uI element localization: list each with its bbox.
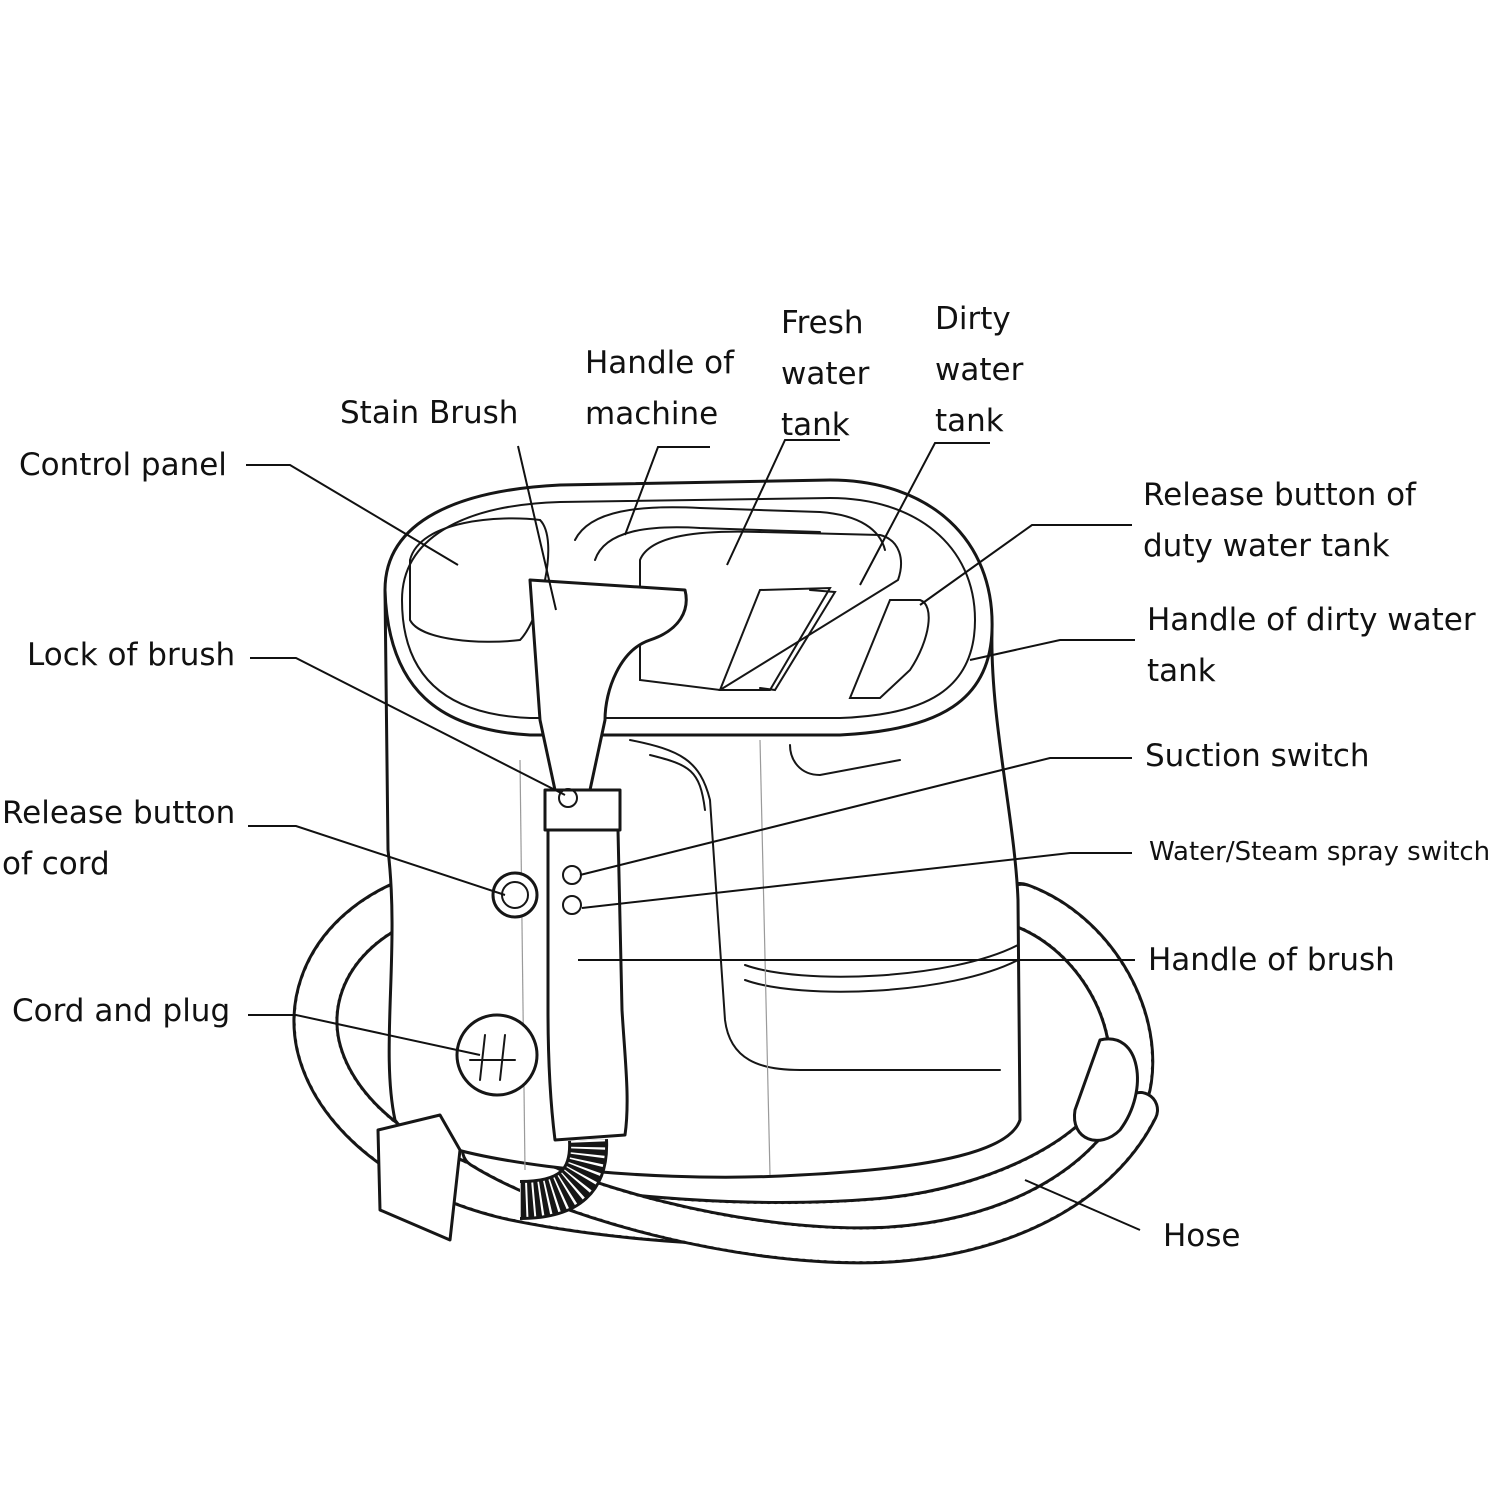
machine-body [376, 478, 1022, 1242]
leader-handle-dirty [969, 639, 1135, 661]
label-hose: Hose [1163, 1218, 1241, 1254]
label-handle-machine-line1: Handle of [585, 345, 735, 381]
label-handle-dirty-line2: tank [1147, 653, 1216, 689]
leader-cord-plug [248, 1014, 481, 1056]
label-fresh-tank-line2: water [781, 356, 870, 392]
label-fresh-tank-line3: tank [781, 407, 850, 443]
label-dirty-tank-line1: Dirty [935, 301, 1011, 337]
label-handle-machine-line2: machine [585, 396, 719, 432]
leader-stain-brush [517, 445, 557, 611]
label-handle-dirty-line1: Handle of dirty water [1147, 602, 1476, 638]
label-dirty-tank-line2: water [935, 352, 1024, 388]
leader-spray [581, 852, 1132, 909]
label-fresh-tank-line1: Fresh [781, 305, 864, 341]
label-release-cord-line2: of cord [2, 846, 110, 882]
leader-dirty-tank [859, 442, 990, 586]
label-spray-switch: Water/Steam spray switch [1149, 837, 1491, 867]
leader-lock-brush [250, 657, 566, 796]
label-dirty-tank: Dirty water tank [935, 294, 1023, 447]
label-release-dirty: Release button of duty water tank [1143, 470, 1416, 572]
label-release-cord-line1: Release button [2, 795, 236, 831]
leader-control-panel [246, 464, 459, 566]
label-handle-dirty: Handle of dirty water tank [1147, 595, 1476, 697]
label-suction-switch: Suction switch [1145, 738, 1370, 774]
leader-fresh-tank [726, 439, 840, 566]
label-release-dirty-line1: Release button of [1143, 477, 1416, 513]
label-fresh-tank: Fresh water tank [781, 298, 869, 451]
label-handle-brush: Handle of brush [1148, 942, 1395, 978]
leader-release-cord [248, 825, 506, 896]
label-lock-brush: Lock of brush [27, 637, 236, 673]
label-release-cord: Release button of cord [2, 788, 235, 890]
label-stain-brush: Stain Brush [340, 395, 519, 431]
leader-hose [1024, 1179, 1141, 1231]
label-release-dirty-line2: duty water tank [1143, 528, 1390, 564]
label-dirty-tank-line3: tank [935, 403, 1004, 439]
label-cord-plug: Cord and plug [12, 993, 231, 1029]
leader-handle-machine [624, 446, 710, 536]
leader-release-dirty [919, 524, 1132, 606]
leader-suction [579, 757, 1132, 876]
brush-assembly [519, 578, 688, 1220]
leader-lines [246, 439, 1141, 1231]
label-handle-machine: Handle of machine [585, 338, 734, 440]
label-control-panel: Control panel [19, 447, 227, 483]
